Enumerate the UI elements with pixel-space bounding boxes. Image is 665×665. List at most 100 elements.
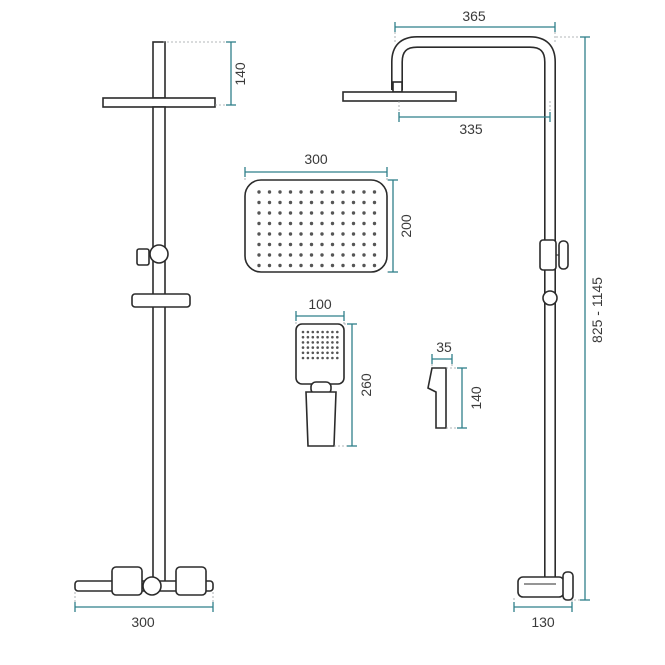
dim-right-head-width: 335 [398,101,551,137]
nozzle-dot [326,341,329,344]
nozzle-dot [372,242,377,247]
dim-left-base-width: 300 [74,592,214,630]
nozzle-dot [267,253,272,257]
front-mixer-center [142,576,162,596]
nozzle-dot [311,341,315,344]
nozzle-dot [362,263,366,268]
nozzle-dot [372,190,377,194]
nozzle-dot [341,263,345,268]
nozzle-dot [267,242,272,247]
nozzle-dot [257,211,261,215]
nozzle-dot [321,335,324,339]
nozzle-dot [288,263,293,268]
dim-top-arm-height: 140 [163,41,248,106]
nozzle-dot [331,335,334,339]
nozzle-dot [351,200,356,205]
nozzle-dot [320,232,324,236]
nozzle-dot [288,242,293,247]
front-diverter-knob [149,244,169,264]
nozzle-dot [257,200,261,205]
nozzle-dot [372,263,377,268]
nozzle-dot [326,346,329,349]
nozzle-dot [316,351,320,355]
nozzle-dot [299,190,303,194]
wall-holder-body [427,367,447,429]
nozzle-dot [330,232,335,236]
nozzle-dot [362,221,366,226]
nozzle-dot [320,242,324,247]
nozzle-dot [309,242,314,247]
nozzle-dot [362,200,366,205]
nozzle-dot [336,346,339,349]
nozzle-dot [341,253,345,257]
nozzle-dot [257,232,261,236]
nozzle-dot [309,221,314,226]
nozzle-dot [257,221,261,226]
nozzle-dot [351,263,356,268]
nozzle-dot [299,242,303,247]
hand-shower-handle [305,391,337,447]
nozzle-dot [306,330,310,334]
wall-holder [427,367,447,429]
side-diverter-knob [558,240,569,270]
dim-label-right-head-width: 335 [459,121,483,137]
nozzle-dot [330,242,335,247]
nozzle-dot [257,242,261,247]
nozzle-dot [316,356,320,360]
nozzle-dot [330,200,335,205]
nozzle-dot [320,200,324,205]
dim-right-base-width: 130 [513,598,573,630]
dim-spout-height: 140 [446,367,484,429]
front-rain-head [102,97,216,108]
nozzle-dot [331,346,334,349]
nozzle-dot [351,190,356,194]
hand-shower-nozzles [301,330,339,360]
nozzle-dot [288,200,293,205]
rain-head-plan [244,179,388,273]
nozzle-dot [301,330,305,334]
nozzle-dot [288,253,293,257]
nozzle-dot [351,232,356,236]
nozzle-dot [309,190,314,194]
nozzle-dot [299,200,303,205]
nozzle-dot [362,242,366,247]
nozzle-dot [320,211,324,215]
nozzle-dot [362,253,366,257]
side-rain-head [342,91,457,102]
nozzle-dot [320,221,324,226]
nozzle-dot [278,221,282,226]
nozzle-dot [267,221,272,226]
nozzle-dot [341,200,345,205]
nozzle-dot [351,221,356,226]
nozzle-dot [288,211,293,215]
nozzle-dot [301,335,305,339]
nozzle-dot [336,330,339,334]
nozzle-dot [257,253,261,257]
dim-label-hand-width: 100 [308,296,332,312]
nozzle-dot [288,232,293,236]
nozzle-dot [321,330,324,334]
nozzle-dot [301,346,305,349]
nozzle-dot [309,232,314,236]
nozzle-dot [372,221,377,226]
nozzle-dot [331,351,334,355]
nozzle-dot [311,335,315,339]
nozzle-dot [321,341,324,344]
nozzle-dot [299,232,303,236]
nozzle-dot [311,351,315,355]
nozzle-dot [306,341,310,344]
nozzle-dot [372,211,377,215]
nozzle-dot [316,335,320,339]
nozzle-dot [330,190,335,194]
dim-label-column-height: 825 - 1145 [589,277,605,343]
nozzle-dot [299,211,303,215]
side-mixer-knob [562,571,574,601]
nozzle-dot [306,335,310,339]
nozzle-dot [336,351,339,355]
nozzle-dot [372,253,377,257]
dim-label-spout-height: 140 [468,386,484,410]
nozzle-dot [306,351,310,355]
front-hand-holder [131,293,191,308]
dim-right-arm-reach: 365 [394,8,556,44]
